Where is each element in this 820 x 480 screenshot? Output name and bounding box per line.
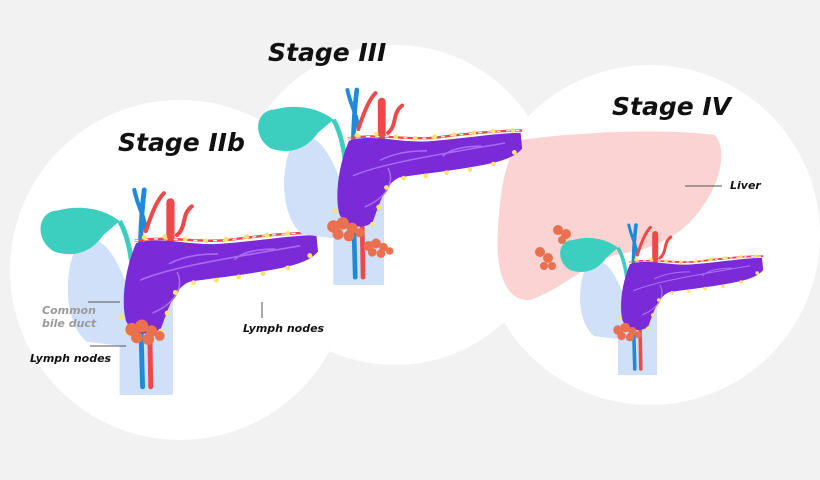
liver-label: Liver <box>730 179 761 192</box>
lymph-nodes-label-right: Lymph nodes <box>243 322 325 335</box>
common-bile-duct-label: Common bile duct <box>42 304 97 330</box>
lymph-nodes-label-left: Lymph nodes <box>30 352 112 365</box>
liver-shape <box>497 131 722 301</box>
stage-iii-title: Stage III <box>268 38 387 67</box>
stage-iv-title: Stage IV <box>612 92 732 121</box>
liver-metastases <box>535 225 571 270</box>
stage-iib-title: Stage IIb <box>118 128 245 157</box>
